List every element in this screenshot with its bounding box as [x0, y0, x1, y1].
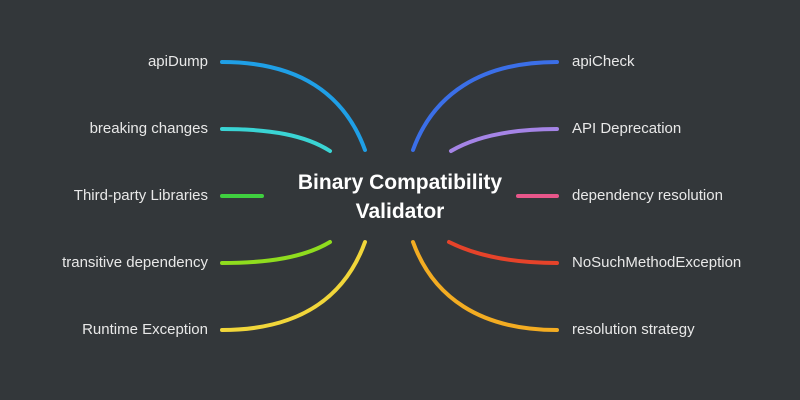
central-topic-line2: Validator [355, 200, 445, 223]
connector-apicheck [411, 60, 559, 152]
connector-apidump [220, 60, 367, 152]
connector-resolution-strategy [411, 240, 559, 332]
central-topic[interactable]: Binary Compatibility Validator [250, 168, 550, 226]
node-third-party-libraries[interactable]: Third-party Libraries [73, 187, 208, 204]
node-api-deprecation[interactable]: API Deprecation [572, 120, 682, 137]
connector-nosuchmethodexception [447, 240, 559, 265]
node-apicheck[interactable]: apiCheck [572, 53, 635, 70]
node-transitive-dependency[interactable]: transitive dependency [62, 254, 208, 271]
node-runtime-exception[interactable]: Runtime Exception [82, 321, 208, 338]
connector-runtime-exception [220, 240, 367, 332]
node-dependency-resolution[interactable]: dependency resolution [572, 187, 723, 204]
connector-api-deprecation [449, 127, 559, 153]
node-resolution-strategy[interactable]: resolution strategy [572, 321, 695, 338]
connector-transitive-dependency [220, 240, 332, 265]
node-nosuchmethodexception[interactable]: NoSuchMethodException [572, 254, 742, 271]
central-topic-line1: Binary Compatibility [297, 171, 503, 194]
node-apidump[interactable]: apiDump [147, 53, 208, 70]
node-breaking-changes[interactable]: breaking changes [89, 120, 208, 137]
connector-breaking-changes [220, 127, 332, 153]
